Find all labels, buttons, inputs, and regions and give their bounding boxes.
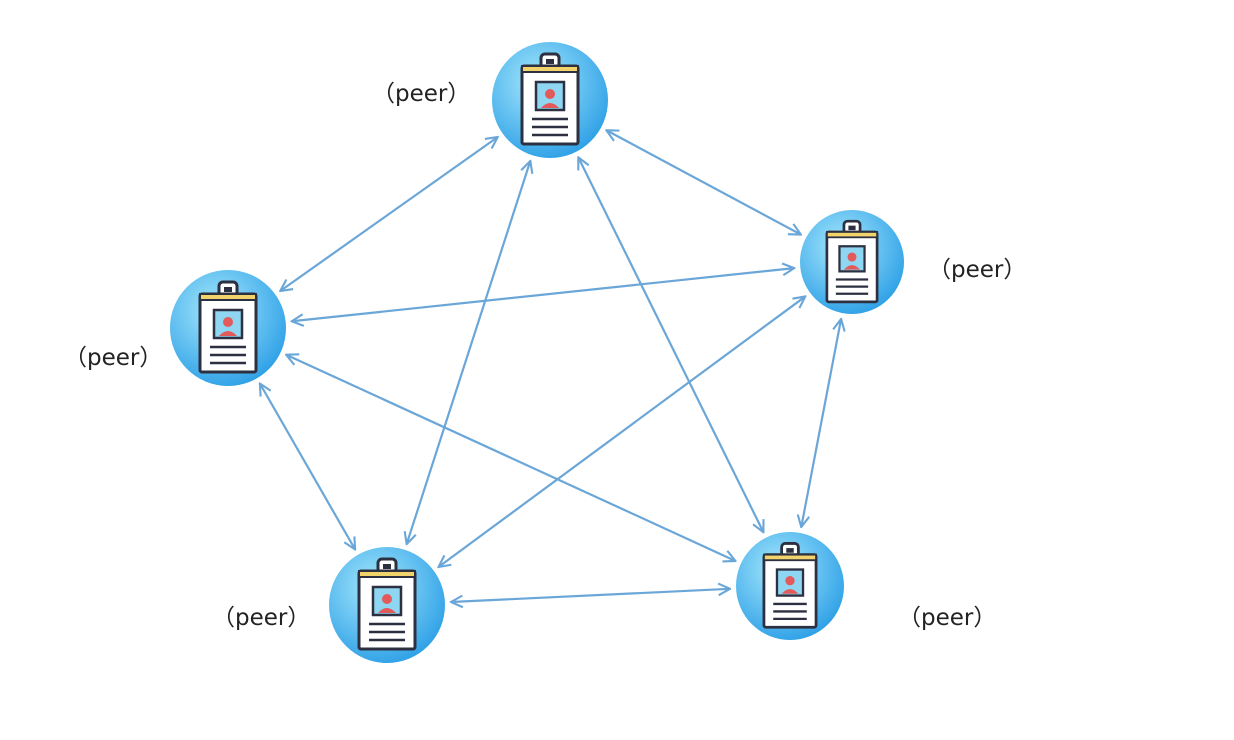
peer-label-left: （peer）: [64, 345, 163, 371]
edges-layer: [260, 130, 841, 602]
edge-left-bottom-right: [286, 355, 735, 561]
edge-right-bottom-left: [439, 296, 806, 567]
edge-top-bottom-right: [578, 157, 763, 532]
edge-top-bottom-left: [407, 161, 531, 544]
id-badge-icon: [762, 542, 818, 629]
edge-top-left: [280, 137, 498, 291]
peer-node-right[interactable]: [800, 210, 904, 314]
peer-node-left[interactable]: [170, 270, 286, 386]
peer-node-bottom-right[interactable]: [736, 532, 844, 640]
edge-left-bottom-left: [260, 384, 355, 550]
peer-node-bottom-left[interactable]: [329, 547, 445, 663]
id-badge-icon: [825, 219, 879, 304]
edge-top-right: [606, 130, 800, 234]
peer-label-right: （peer）: [928, 257, 1027, 283]
peer-label-bottom-right: （peer）: [898, 605, 997, 631]
peer-node-top[interactable]: [492, 42, 608, 158]
nodes-layer: [170, 42, 904, 663]
edge-left-right: [292, 268, 795, 321]
id-badge-icon: [198, 280, 258, 374]
peer-label-bottom-left: （peer）: [212, 605, 311, 631]
id-badge-icon: [520, 52, 580, 146]
edge-right-bottom-right: [801, 319, 841, 527]
id-badge-icon: [357, 557, 417, 651]
edge-bottom-left-bottom-right: [451, 589, 730, 602]
peer-label-top: （peer）: [372, 81, 471, 107]
